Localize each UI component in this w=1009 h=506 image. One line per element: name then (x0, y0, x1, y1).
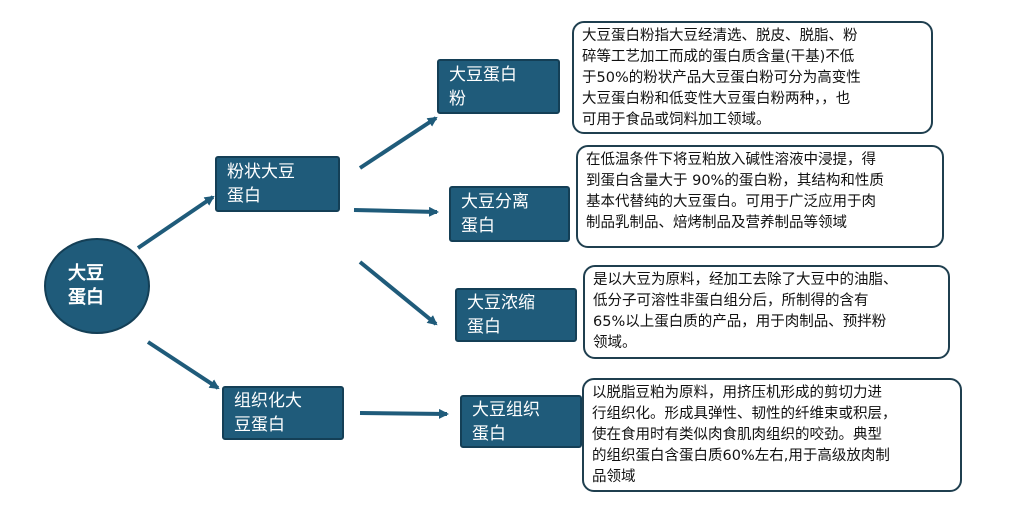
arrow-powder-to-concentrate (358, 260, 438, 326)
node-soy-tissue-protein: 大豆组织 蛋白 (460, 395, 582, 448)
arrow-root-to-powder (136, 195, 215, 250)
node-soy-protein-isolate: 大豆分离 蛋白 (449, 186, 570, 242)
arrow-powder-to-flour (358, 116, 438, 170)
arrow-powder-to-isolate (353, 206, 439, 217)
arrow-root-to-textured (146, 340, 220, 390)
desc-soy-protein-flour: 大豆蛋白粉指大豆经清选、脱皮、脱脂、粉 碎等工艺加工而成的蛋白质含量(干基)不低… (572, 21, 933, 134)
root-node-soy-protein: 大豆 蛋白 (44, 238, 150, 334)
node-soy-protein-flour: 大豆蛋白 粉 (437, 59, 560, 114)
desc-soy-tissue-protein: 以脱脂豆粕为原料，用挤压机形成的剪切力进 行组织化。形成具弹性、韧性的纤维束或积… (582, 378, 962, 492)
desc-soy-protein-isolate: 在低温条件下将豆粕放入碱性溶液中浸提，得 到蛋白含量大于 90%的蛋白粉，其结构… (576, 145, 944, 248)
desc-soy-protein-concentrate: 是以大豆为原料，经加工去除了大豆中的油脂、 低分子可溶性非蛋白组分后，所制得的含… (583, 265, 950, 359)
node-powder-soy-protein: 粉状大豆 蛋白 (215, 156, 340, 212)
node-soy-protein-concentrate: 大豆浓缩 蛋白 (455, 288, 577, 342)
node-textured-soy-protein: 组织化大 豆蛋白 (222, 386, 344, 440)
arrow-textured-to-tissue (359, 408, 449, 419)
